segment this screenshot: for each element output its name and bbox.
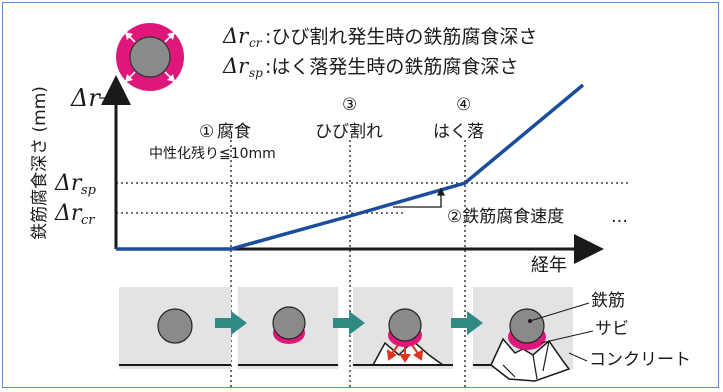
svg-text:腐食: 腐食 — [217, 122, 251, 142]
y-axis-label: 鉄筋腐食深さ (mm) — [30, 86, 50, 240]
rate-slope-marker — [393, 187, 446, 208]
legend-cr: Δr cr :ひび割れ発生時の鉄筋腐食深さ — [222, 24, 537, 50]
svg-text:④: ④ — [456, 95, 471, 115]
progression-arrows — [215, 311, 483, 335]
y-top-symbol: Δr — [70, 84, 101, 112]
panel-3 — [353, 287, 453, 369]
y-mark-cr: Δr cr — [54, 201, 95, 228]
svg-text::ひび割れ発生時の鉄筋腐食深さ: :ひび割れ発生時の鉄筋腐食深さ — [265, 26, 537, 48]
legend-sp: Δr sp :はく落発生時の鉄筋腐食深さ — [222, 54, 518, 80]
svg-text:Δr: Δr — [222, 24, 250, 48]
diagram-frame: Δr cr :ひび割れ発生時の鉄筋腐食深さ Δr sp :はく落発生時の鉄筋腐食… — [2, 2, 719, 388]
svg-text:sp: sp — [81, 183, 97, 198]
panel-4 — [473, 287, 573, 382]
svg-text:コンクリート: コンクリート — [589, 350, 691, 370]
concrete-label: コンクリート — [568, 350, 691, 370]
svg-text:はく落: はく落 — [433, 122, 484, 142]
stage-1-label: ① 腐食 中性化残り≦10mm — [149, 122, 276, 162]
svg-text:Δr: Δr — [222, 54, 250, 78]
panel-1 — [119, 287, 231, 369]
svg-text:中性化残り≦10mm: 中性化残り≦10mm — [149, 146, 276, 162]
panel-2 — [238, 287, 338, 369]
rate-annotation: ②鉄筋腐食速度 — [447, 207, 564, 227]
diagram-canvas: Δr cr :ひび割れ発生時の鉄筋腐食深さ Δr sp :はく落発生時の鉄筋腐食… — [30, 23, 691, 387]
rate-dots: … — [611, 207, 628, 227]
x-axis-label: 経年 — [531, 255, 567, 276]
svg-text:cr: cr — [81, 213, 95, 228]
rebar-label: 鉄筋 — [528, 291, 625, 323]
svg-text:Δr: Δr — [54, 201, 83, 226]
svg-text:サビ: サビ — [595, 319, 629, 339]
stage-3-label: ③ ひび割れ — [315, 95, 383, 142]
rebar-cross-section-icon — [116, 23, 184, 91]
svg-text:Δr: Δr — [54, 171, 83, 196]
stage-4-label: ④ はく落 — [433, 95, 484, 142]
rust-label: サビ — [540, 319, 629, 344]
svg-text::はく落発生時の鉄筋腐食深さ: :はく落発生時の鉄筋腐食深さ — [265, 56, 518, 78]
y-mark-sp: Δr sp — [54, 171, 97, 198]
svg-text:鉄筋: 鉄筋 — [591, 291, 625, 311]
corrosion-depth-curve — [116, 83, 585, 251]
svg-text:ひび割れ: ひび割れ — [315, 122, 383, 142]
svg-text:sp: sp — [249, 66, 263, 80]
svg-text:cr: cr — [249, 36, 263, 50]
svg-text:③: ③ — [342, 95, 357, 115]
svg-text:①: ① — [199, 122, 214, 142]
